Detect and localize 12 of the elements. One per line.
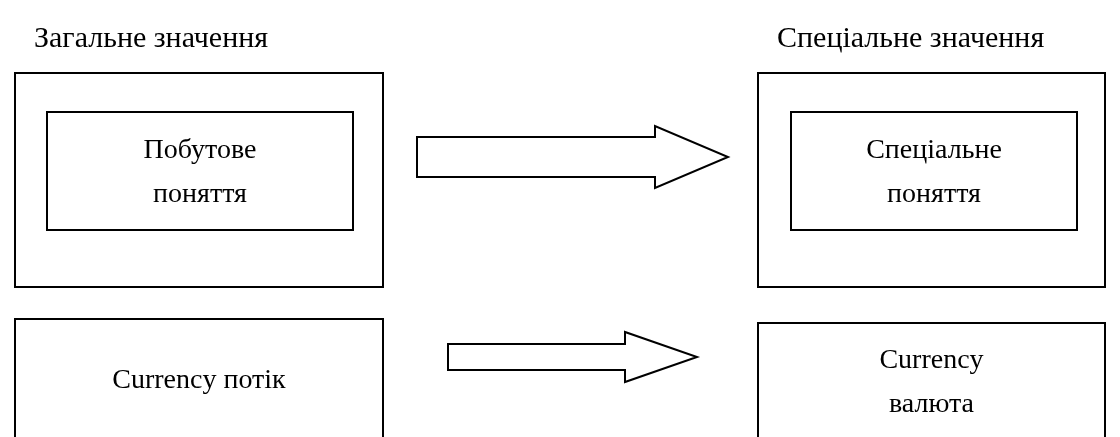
block-arrow (416, 124, 731, 190)
box-label: Currency потік (111, 361, 287, 396)
column-heading: Спеціальне значення (777, 22, 1045, 52)
text-box (14, 318, 384, 437)
column-heading: Загальне значення (34, 22, 269, 52)
block-arrow (447, 330, 701, 384)
text-box (757, 322, 1106, 437)
box-label: Спеціальне поняття (865, 132, 1003, 210)
text-box (46, 111, 354, 231)
box-label: Currency валюта (878, 341, 985, 420)
text-box (790, 111, 1078, 231)
box-label: Побутове поняття (142, 132, 258, 210)
